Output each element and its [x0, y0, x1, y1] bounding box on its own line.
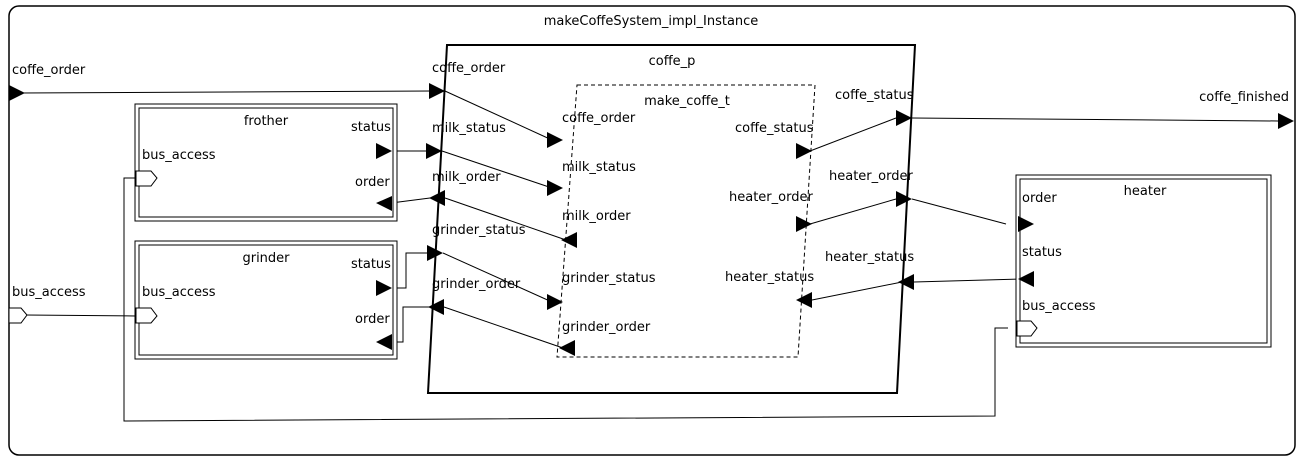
make-coffe-t-title: make_coffe_t [644, 94, 730, 109]
frother-order-label: order [355, 175, 390, 190]
conn-heater-order-inner [809, 198, 897, 225]
frother-title: frother [244, 114, 289, 129]
heater-status-label: status [1022, 245, 1062, 260]
grinder-component[interactable]: grinder status order bus_access [134, 240, 398, 360]
coffe-p-coffe-order-label: coffe_order [432, 61, 506, 76]
conn-coffe-finished [911, 117, 1279, 122]
system-ports: coffe_order bus_access coffe_finished [8, 63, 1294, 324]
coffe-p-milk-order-label: milk_order [432, 170, 501, 185]
make-coffe-t-heater-status-label: heater_status [725, 270, 814, 285]
conn-milk-order-inner [444, 197, 567, 241]
coffe-p-heater-order-label: heater_order [829, 169, 913, 184]
coffe-p-grinder-order-label: grinder_order [432, 277, 521, 292]
make-coffe-t-heater-status-port[interactable] [796, 292, 812, 308]
grinder-order-label: order [355, 312, 390, 327]
frother-status-label: status [351, 120, 391, 135]
conn-grinder-order-inner [443, 306, 564, 349]
make-coffe-t-milk-order-port[interactable] [561, 232, 577, 248]
make-coffe-t-milk-status-port[interactable] [547, 180, 563, 196]
make-coffe-t-thread[interactable]: make_coffe_t coffe_order milk_status mil… [547, 84, 816, 358]
make-coffe-t-grinder-status-label: grinder_status [562, 271, 656, 286]
system-title: makeCoffeSystem_impl_Instance [544, 14, 759, 29]
make-coffe-t-heater-order-label: heater_order [729, 190, 813, 205]
heater-order-port[interactable] [1018, 216, 1034, 232]
heater-bus-access-label: bus_access [1022, 299, 1096, 314]
system-bus-access-label: bus_access [12, 285, 86, 300]
make-coffe-t-milk-order-label: milk_order [562, 209, 631, 224]
heater-component[interactable]: heater order status bus_access [1015, 174, 1272, 348]
system-coffe-order-label: coffe_order [12, 63, 86, 78]
grinder-status-port[interactable] [376, 280, 392, 296]
conn-coffe-order-in [19, 90, 433, 94]
heater-order-label: order [1022, 191, 1057, 206]
conn-grinder-status [390, 252, 430, 289]
make-coffe-t-grinder-status-port[interactable] [547, 294, 563, 310]
coffe-p-grinder-status-label: grinder_status [432, 223, 526, 238]
heater-status-port[interactable] [1018, 271, 1034, 287]
coffe-p-milk-status-port[interactable] [426, 143, 442, 159]
system-coffe-order-port[interactable] [9, 85, 25, 101]
coffe-p-process[interactable]: coffe_p coffe_order milk_status milk_ord… [426, 44, 917, 394]
frother-component[interactable]: frother status order bus_access [134, 103, 398, 222]
frother-bus-access-label: bus_access [142, 148, 216, 163]
conn-coffe-status-inner [809, 117, 897, 152]
conn-heater-order [911, 198, 1007, 225]
grinder-order-port[interactable] [376, 334, 392, 350]
grinder-status-label: status [351, 257, 391, 272]
coffe-p-milk-status-label: milk_status [432, 121, 506, 136]
conn-coffe-order-inner [444, 90, 553, 141]
coffe-p-heater-status-label: heater_status [825, 250, 914, 265]
make-coffe-t-coffe-status-port[interactable] [796, 143, 812, 159]
grinder-bus-access-label: bus_access [142, 285, 216, 300]
conn-milk-status-inner [441, 150, 553, 189]
system-coffe-finished-label: coffe_finished [1199, 90, 1289, 105]
make-coffe-t-coffe-order-label: coffe_order [562, 111, 636, 126]
coffe-p-grinder-status-port[interactable] [427, 245, 443, 261]
coffe-p-grinder-order-port[interactable] [428, 299, 444, 315]
make-coffe-t-grinder-order-label: grinder_order [562, 320, 651, 335]
system-coffe-finished-port[interactable] [1278, 113, 1294, 129]
grinder-bus-access-port[interactable] [135, 307, 158, 324]
conn-heater-status [913, 278, 1021, 283]
coffe-p-coffe-status-port[interactable] [896, 110, 912, 126]
coffe-p-coffe-order-port[interactable] [429, 83, 445, 99]
conn-heater-status-inner [811, 281, 903, 301]
conn-grinder-status-inner [442, 252, 553, 303]
heater-bus-access-port[interactable] [1016, 320, 1038, 337]
make-coffe-t-coffe-order-port[interactable] [547, 132, 563, 148]
coffe-p-heater-status-port[interactable] [898, 274, 914, 290]
coffe-p-heater-order-port[interactable] [896, 191, 912, 207]
system-bus-access-port[interactable] [8, 307, 28, 324]
make-coffe-t-coffe-status-label: coffe_status [735, 121, 814, 136]
make-coffe-t-grinder-order-port[interactable] [559, 340, 575, 356]
frother-status-port[interactable] [376, 143, 392, 159]
frother-order-port[interactable] [376, 196, 392, 211]
make-coffe-t-milk-status-label: milk_status [562, 160, 636, 175]
frother-bus-access-port[interactable] [135, 170, 158, 187]
conn-bus-frother [123, 177, 1008, 422]
coffe-p-milk-order-port[interactable] [429, 190, 445, 206]
conn-bus-system [24, 314, 137, 317]
heater-title: heater [1124, 184, 1167, 199]
make-coffe-t-heater-order-port[interactable] [796, 216, 812, 232]
grinder-title: grinder [242, 251, 290, 266]
coffe-p-coffe-status-label: coffe_status [835, 88, 914, 103]
coffe-p-title: coffe_p [649, 54, 696, 69]
